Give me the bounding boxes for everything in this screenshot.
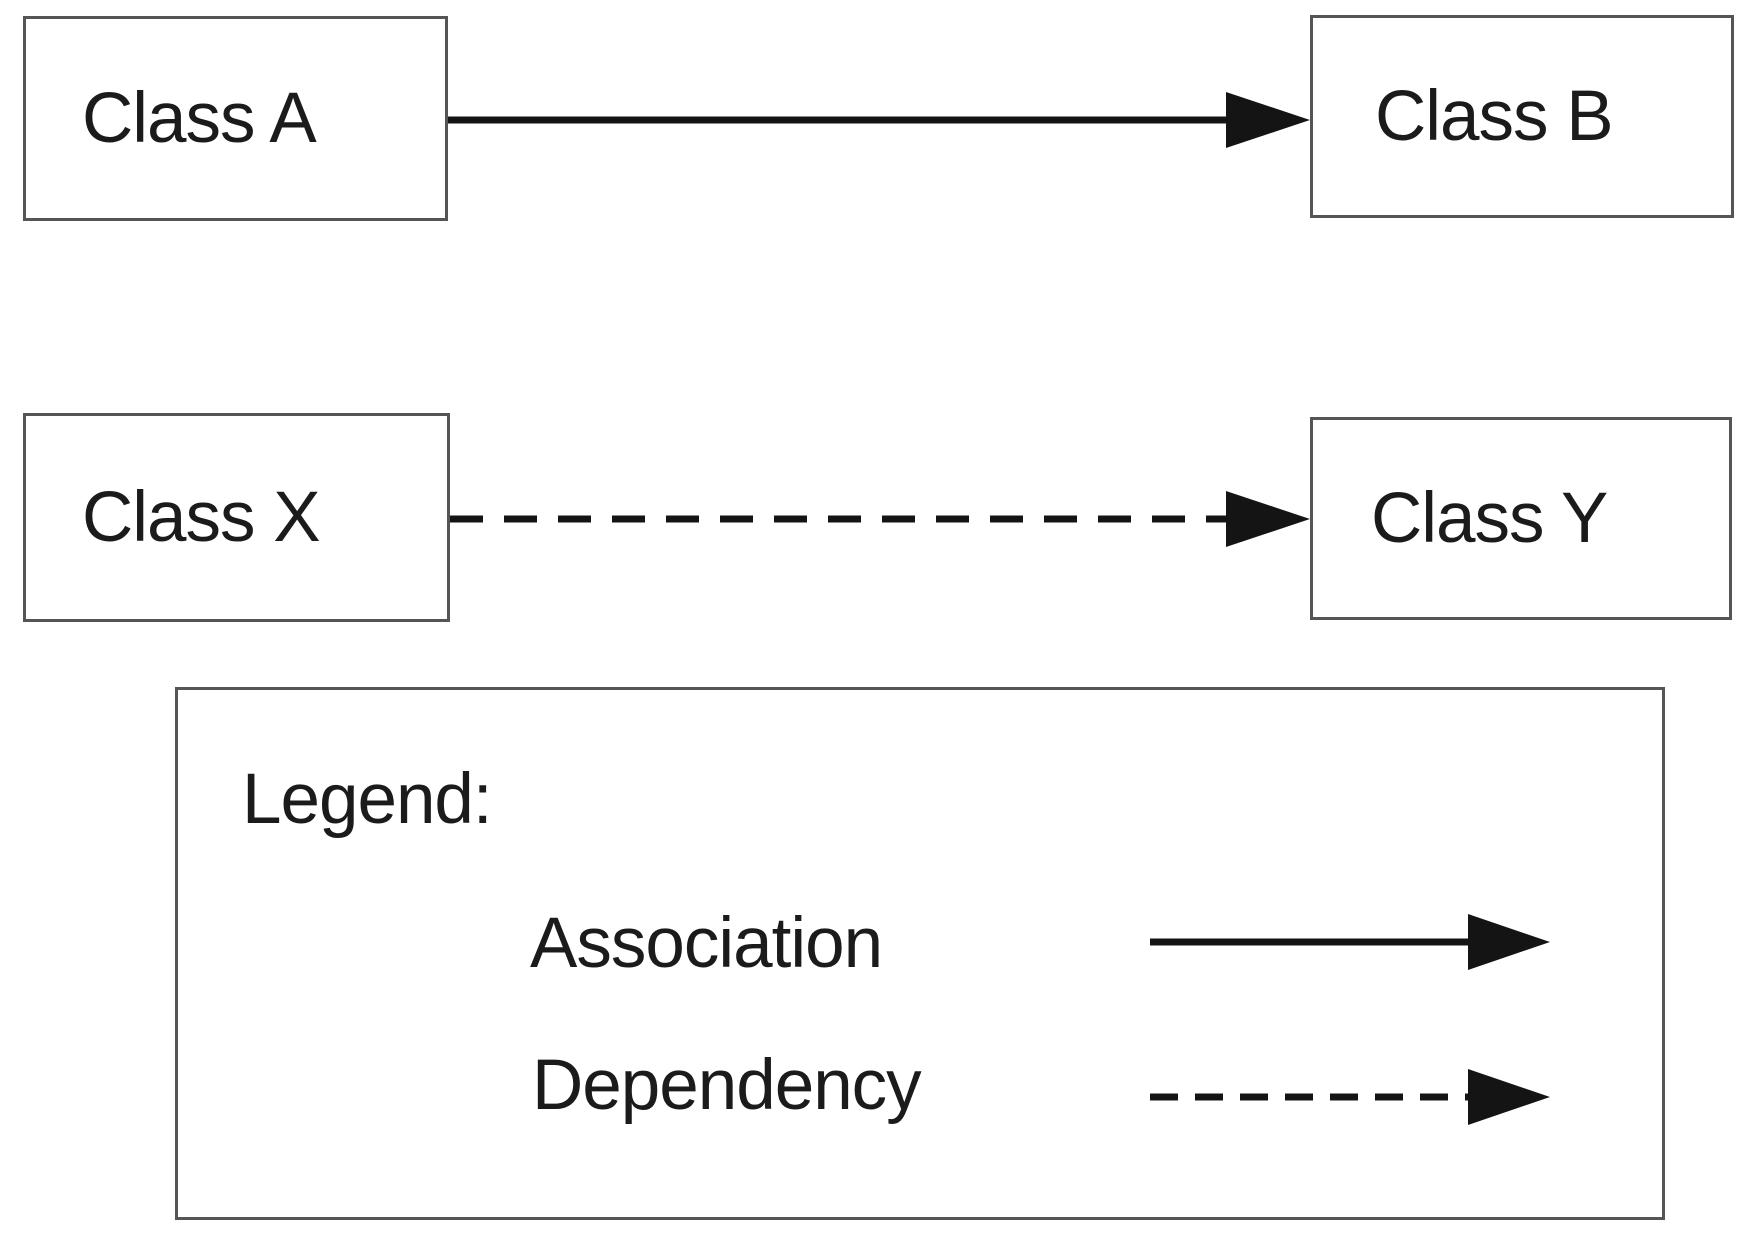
class-x-label: Class X [82, 478, 321, 557]
legend-label-association: Association [530, 904, 883, 983]
class-node-y: Class Y [1310, 417, 1732, 620]
class-node-x: Class X [23, 413, 450, 622]
legend-title: Legend: [242, 760, 493, 839]
legend-box: Legend: Association Dependency [175, 687, 1665, 1220]
class-y-label: Class Y [1371, 479, 1608, 558]
dependency-arrow [450, 491, 1310, 547]
class-node-b: Class B [1310, 15, 1734, 218]
legend-association-arrow-sample [1150, 914, 1550, 970]
legend-dependency-arrow-sample [1150, 1069, 1550, 1125]
association-arrow [448, 92, 1310, 148]
legend-label-dependency: Dependency [532, 1046, 922, 1125]
class-a-label: Class A [82, 79, 317, 158]
class-b-label: Class B [1375, 77, 1614, 156]
class-node-a: Class A [23, 16, 448, 221]
